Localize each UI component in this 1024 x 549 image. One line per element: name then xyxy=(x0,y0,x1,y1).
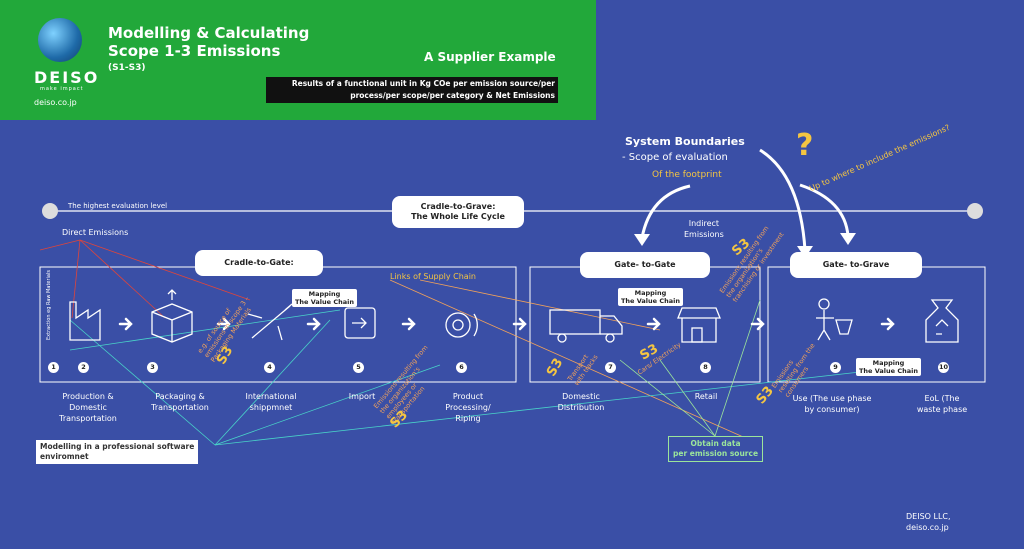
airplane-icon xyxy=(247,303,293,341)
stage-name-5: Import xyxy=(348,392,376,401)
stage-name-4: International shippmnet xyxy=(245,392,297,412)
stage-name-10: EoL (The waste phase xyxy=(916,394,968,414)
mapping-tag-3: Mapping The Value Chain xyxy=(856,358,921,376)
stage-name-2: Production & Domestic Transportation xyxy=(59,392,117,423)
footer-company: DEISO LLC, xyxy=(906,512,951,521)
obtain-data-box: Obtain data per emission source xyxy=(668,436,764,462)
direct-emission-lines xyxy=(39,239,251,319)
stage-name-3: Packaging & Transportation xyxy=(151,392,209,412)
deiso-url: deiso.co.jp xyxy=(34,98,77,107)
package-icon xyxy=(151,289,193,343)
stage-number-8: 8 xyxy=(700,362,711,373)
stage-number-6: 6 xyxy=(456,362,467,373)
title-line-1: Modelling & Calculating xyxy=(108,24,310,42)
page-title: Modelling & Calculating Scope 1-3 Emissi… xyxy=(108,24,309,60)
mapping-tag-2: Mapping The Value Chain xyxy=(618,288,683,306)
modelling-line-2: enviromnet xyxy=(40,452,89,461)
gear-icon xyxy=(445,312,478,338)
boundary-arrow-grave-2 xyxy=(799,183,850,237)
results-line-1: Results of a functional unit in Kg COe p… xyxy=(291,79,555,88)
deiso-tagline: make impact xyxy=(40,86,84,92)
recycle-bag-icon xyxy=(925,299,959,343)
question-mark-icon: ? xyxy=(796,128,814,163)
system-boundaries-subtitle: - Scope of evaluation xyxy=(622,152,728,163)
mapping-tag-1-line-1: Mapping xyxy=(308,290,341,298)
highest-evaluation-label: The highest evaluation level xyxy=(68,202,168,210)
indirect-line-2: Emissions xyxy=(684,230,724,239)
store-icon xyxy=(677,307,721,343)
footprint-label: Of the footprint xyxy=(652,170,722,180)
obtain-line-2: per emission source xyxy=(673,449,759,458)
stage-number-9: 9 xyxy=(830,362,841,373)
cradle-to-gate-pill: Cradle-to-Gate: xyxy=(195,250,323,276)
stage-name-6: Product Processing/ Riping xyxy=(445,392,491,423)
scope-range: (S1-S3) xyxy=(108,63,146,73)
factory-icon xyxy=(69,301,101,341)
modelling-software-box: Modelling in a professional software env… xyxy=(36,440,199,464)
cradle-to-grave-pill: Cradle-to-Grave: The Whole Life Cycle xyxy=(392,196,524,228)
boundary-arrow-grave-1 xyxy=(759,148,807,251)
cradle-to-grave-label: Cradle-to-Grave: xyxy=(420,202,496,211)
timeline-end-dot xyxy=(967,203,983,219)
title-line-2: Scope 1-3 Emissions xyxy=(108,42,281,60)
footer-url: deiso.co.jp xyxy=(906,523,949,532)
truck-icon xyxy=(549,309,623,343)
modelling-line-1: Modelling in a professional software xyxy=(40,442,195,451)
gate-to-grave-pill: Gate- to-Grave xyxy=(790,252,922,278)
supplier-example: A Supplier Example xyxy=(424,50,556,64)
mapping-tag-3-line-1: Mapping xyxy=(872,359,905,367)
deiso-globe-icon xyxy=(38,18,82,62)
stage-number-7: 7 xyxy=(605,362,616,373)
shopper-icon xyxy=(816,298,853,341)
stage-name-9: Use (The use phase by consumer) xyxy=(792,394,872,414)
obtain-data-lines xyxy=(619,299,761,437)
modelling-lines xyxy=(69,309,861,446)
stage-name-8: Retail xyxy=(694,392,718,401)
direct-emissions-label: Direct Emissions xyxy=(62,228,129,237)
import-icon xyxy=(344,307,376,339)
stage-number-5: 5 xyxy=(353,362,364,373)
process-arrows xyxy=(118,317,895,331)
deiso-logo: DEISO xyxy=(34,68,100,87)
supply-chain-link-line xyxy=(389,279,751,441)
footer: DEISO LLC, deiso.co.jp xyxy=(906,511,951,533)
whole-life-cycle-label: The Whole Life Cycle xyxy=(411,212,505,221)
stage-number-4: 4 xyxy=(264,362,275,373)
results-box: Results of a functional unit in Kg COe p… xyxy=(266,77,558,103)
mapping-tag-1: Mapping The Value Chain xyxy=(292,289,357,307)
links-supply-chain-label: Links of Supply Chain xyxy=(390,272,477,281)
obtain-line-1: Obtain data xyxy=(690,439,741,448)
mapping-tag-2-line-2: The Value Chain xyxy=(621,297,680,305)
system-boundaries-title: System Boundaries xyxy=(625,135,745,148)
mapping-tag-3-line-2: The Value Chain xyxy=(859,367,918,375)
results-line-2: process/per scope/per category & Net Emi… xyxy=(350,91,555,100)
mapping-tag-1-line-2: The Value Chain xyxy=(295,298,354,306)
boundary-arrow-gate xyxy=(640,184,691,239)
extraction-label: Extraction eg Raw Materials xyxy=(46,270,52,340)
mapping-tag-2-line-1: Mapping xyxy=(634,289,667,297)
stage-number-10: 10 xyxy=(938,362,949,373)
stage-number-1: 1 xyxy=(48,362,59,373)
indirect-line-1: Indirect xyxy=(688,219,720,228)
stage-number-3: 3 xyxy=(147,362,158,373)
stage-number-2: 2 xyxy=(78,362,89,373)
indirect-emissions-label: Indirect Emissions xyxy=(684,218,724,240)
timeline-start-dot xyxy=(42,203,58,219)
stage-name-7: Domestic Distribution xyxy=(557,392,605,412)
gate-to-gate-pill: Gate- to-Gate xyxy=(580,252,710,278)
